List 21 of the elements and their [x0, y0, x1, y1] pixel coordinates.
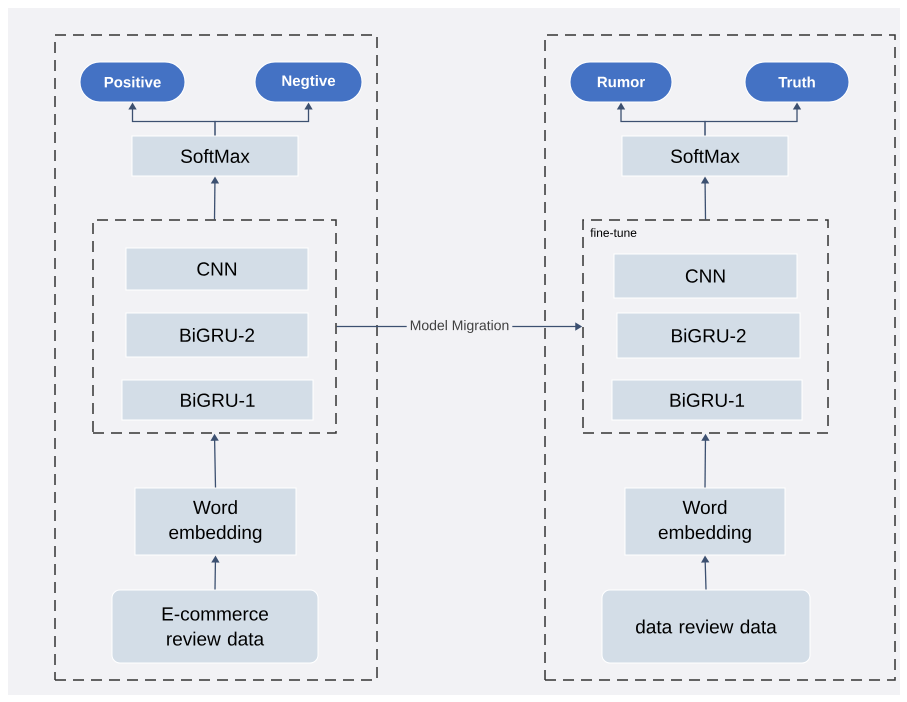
layer-box: BiGRU-2	[126, 312, 308, 358]
layer-box: Word embedding	[134, 488, 296, 556]
dashed-frame	[92, 219, 337, 434]
dashed-frame	[54, 34, 378, 681]
layer-box: BiGRU-1	[122, 380, 314, 420]
output-pill: Positive	[80, 62, 186, 102]
output-pill: Rumor	[570, 62, 672, 102]
data-box: data review data	[602, 590, 810, 664]
layer-box: BiGRU-2	[616, 312, 800, 358]
frame-heading: fine-tune	[590, 228, 636, 237]
dashed-frame	[544, 34, 896, 681]
layer-box: BiGRU-1	[612, 380, 802, 420]
output-pill: Truth	[744, 62, 850, 102]
layer-box: SoftMax	[132, 136, 298, 176]
layer-box: SoftMax	[622, 136, 788, 176]
layer-box: CNN	[614, 254, 798, 298]
data-box: E-commerce review data	[112, 590, 318, 664]
layer-box: Word embedding	[624, 488, 786, 556]
layer-box: CNN	[126, 248, 308, 290]
edge-label: Model Migration	[406, 316, 512, 336]
output-pill: Negtive	[254, 62, 362, 102]
